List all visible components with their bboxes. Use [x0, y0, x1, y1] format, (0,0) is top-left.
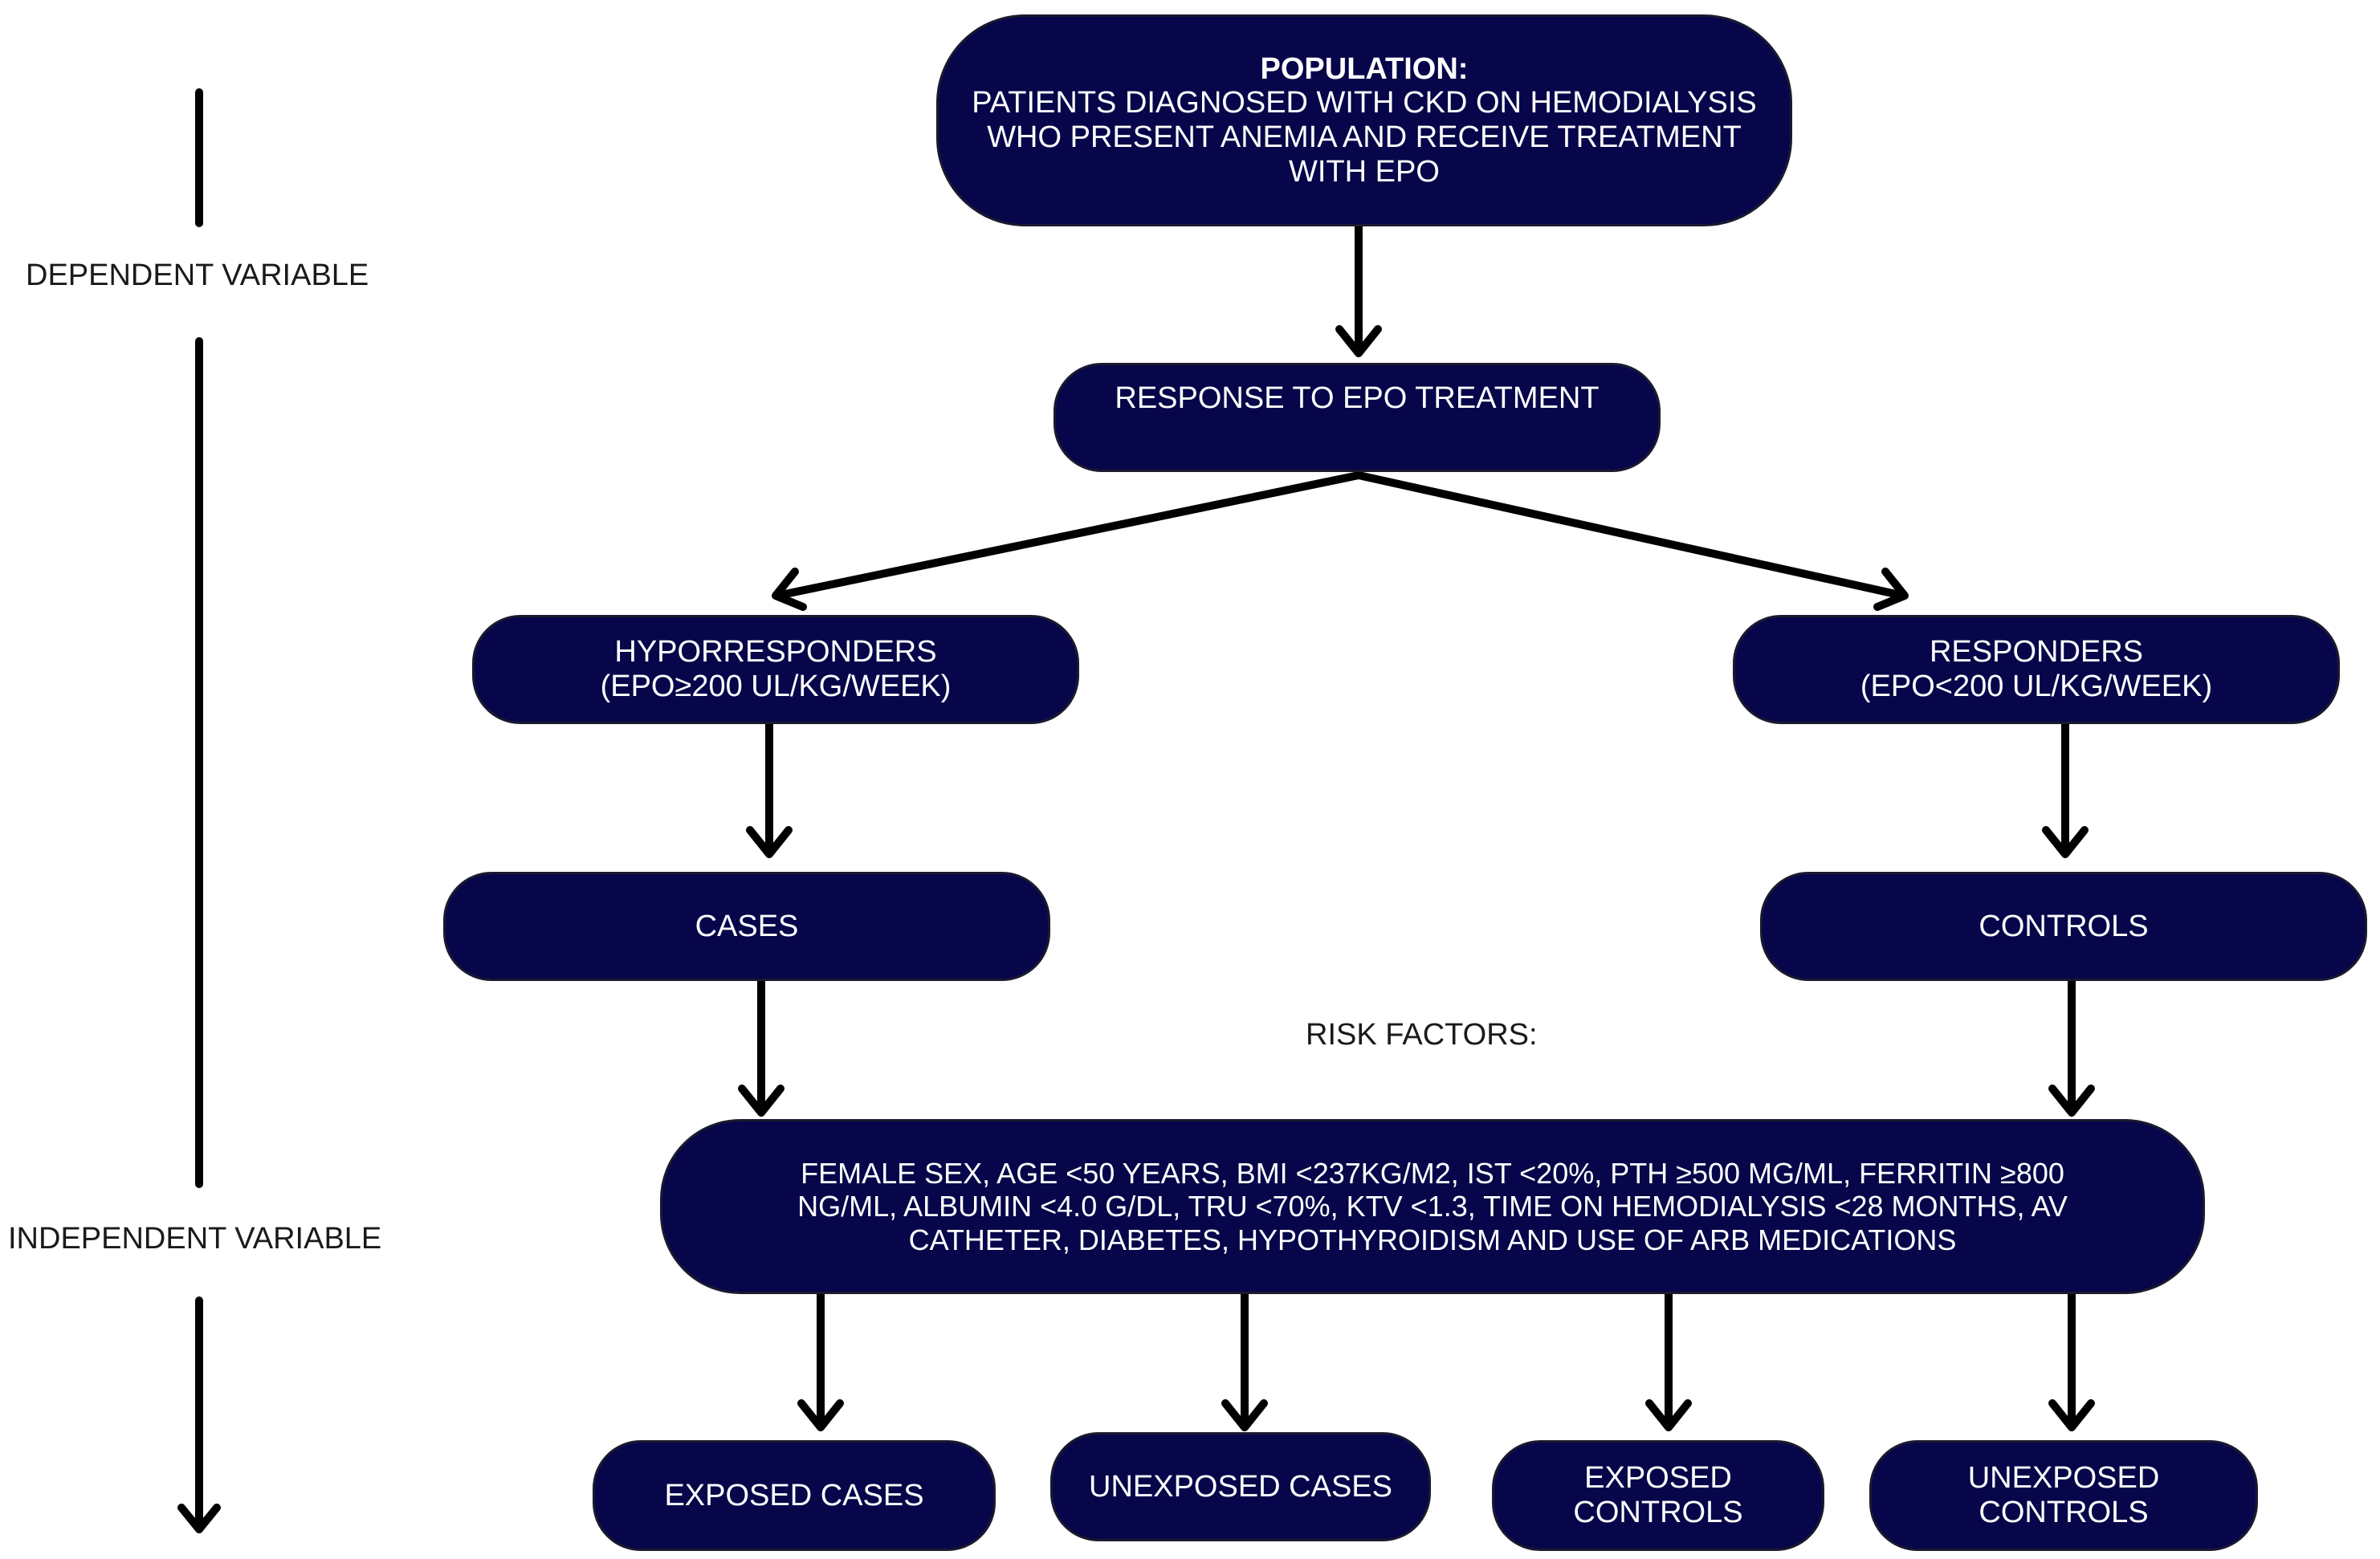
responders-node: RESPONDERS (EPO<200 UL/KG/WEEK) — [1733, 615, 2340, 724]
arrow-riskfactors-unexposed-controls-head — [2048, 1399, 2095, 1431]
exposed-controls-node: EXPOSED CONTROLS — [1492, 1440, 1824, 1551]
risk-factors-line-1: FEMALE SEX, AGE <50 YEARS, BMI <237KG/M2… — [801, 1156, 2064, 1190]
arrow-riskfactors-exposed-cases-head — [797, 1399, 844, 1431]
timeline-arrowhead — [177, 1504, 221, 1533]
arrow-response-hyporresponders-head — [772, 568, 807, 611]
risk-factors-node: FEMALE SEX, AGE <50 YEARS, BMI <237KG/M2… — [660, 1119, 2205, 1294]
exposed-cases-node: EXPOSED CASES — [593, 1440, 996, 1551]
risk-factors-label: RISK FACTORS: — [1306, 1018, 1538, 1052]
risk-factors-line-3: CATHETER, DIABETES, HYPOTHYROIDISM AND U… — [908, 1223, 1957, 1256]
controls-node: CONTROLS — [1760, 872, 2367, 981]
exposed-controls-line-1: EXPOSED — [1584, 1461, 1732, 1496]
exposed-cases-label: EXPOSED CASES — [664, 1478, 924, 1512]
population-line-2: WHO PRESENT ANEMIA AND RECEIVE TREATMENT — [987, 120, 1742, 154]
independent-variable-label: INDEPENDENT VARIABLE — [8, 1222, 382, 1256]
responders-line-2: (EPO<200 UL/KG/WEEK) — [1860, 670, 2213, 703]
response-label: RESPONSE TO EPO TREATMENT — [1115, 381, 1600, 415]
controls-label: CONTROLS — [1979, 909, 2149, 943]
hyporresponders-node: HYPORRESPONDERS (EPO≥200 UL/KG/WEEK) — [472, 615, 1079, 724]
cases-label: CASES — [695, 909, 799, 943]
arrow-cases-riskfactors-head — [738, 1085, 785, 1117]
unexposed-cases-label: UNEXPOSED CASES — [1089, 1469, 1392, 1504]
unexposed-controls-node: UNEXPOSED CONTROLS — [1869, 1440, 2258, 1551]
unexposed-controls-line-2: CONTROLS — [1979, 1496, 2149, 1529]
arrow-population-response-head — [1335, 325, 1382, 357]
exposed-controls-line-2: CONTROLS — [1573, 1496, 1743, 1529]
response-node: RESPONSE TO EPO TREATMENT — [1053, 363, 1661, 472]
unexposed-controls-line-1: UNEXPOSED — [1967, 1461, 2160, 1496]
arrow-controls-riskfactors-head — [2048, 1085, 2095, 1117]
arrow-response-hyporresponders — [773, 471, 1363, 600]
cases-node: CASES — [443, 872, 1050, 981]
risk-factors-line-2: NG/ML, ALBUMIN <4.0 G/DL, TRU <70%, KTV … — [797, 1190, 2068, 1223]
population-line-3: WITH EPO — [1289, 154, 1440, 189]
arrow-riskfactors-unexposed-cases-head — [1221, 1399, 1268, 1431]
arrow-response-responders — [1355, 471, 1907, 600]
population-heading: POPULATION: — [1260, 51, 1469, 86]
arrow-riskfactors-exposed-controls-head — [1645, 1399, 1692, 1431]
responders-line-1: RESPONDERS — [1929, 635, 2144, 670]
arrow-hyporresponders-cases-head — [746, 826, 793, 858]
dependent-variable-label: DEPENDENT VARIABLE — [26, 258, 369, 293]
arrow-response-responders-head — [1873, 568, 1909, 611]
unexposed-cases-node: UNEXPOSED CASES — [1050, 1432, 1431, 1541]
hyporresponders-line-2: (EPO≥200 UL/KG/WEEK) — [600, 670, 952, 703]
population-node: POPULATION: PATIENTS DIAGNOSED WITH CKD … — [936, 14, 1792, 226]
population-line-1: PATIENTS DIAGNOSED WITH CKD ON HEMODIALY… — [972, 86, 1757, 120]
hyporresponders-line-1: HYPORRESPONDERS — [614, 635, 937, 670]
arrow-responders-controls-head — [2042, 826, 2089, 858]
